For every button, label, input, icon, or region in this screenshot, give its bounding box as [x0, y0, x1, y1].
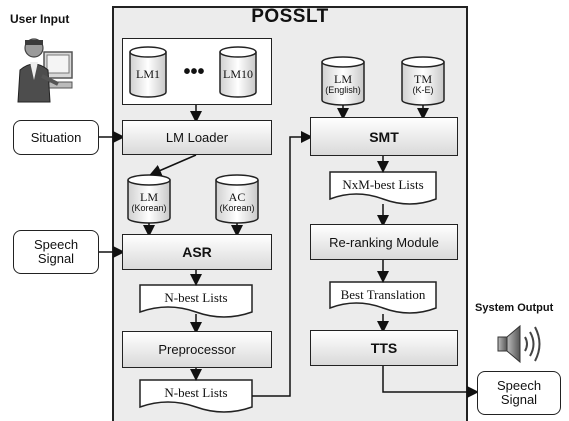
tm-ke-cylinder-icon [401, 56, 445, 106]
speech-signal-input: Speech Signal [13, 230, 99, 274]
smt-box: SMT [310, 117, 458, 156]
lm-korean-line1: LM [140, 189, 158, 204]
speech-signal-input-line2: Signal [37, 251, 75, 266]
arrow-tts-to-output [382, 366, 479, 398]
tts-box: TTS [310, 330, 458, 366]
tm-ke-line2: (K-E) [412, 84, 434, 95]
arrow-nbest2-to-smt [252, 131, 313, 397]
tm-ke-label: TM (K-E) [402, 70, 444, 98]
nxm-best-doc-shape [329, 171, 437, 205]
reranking-module-label: Re-ranking Module [329, 234, 439, 250]
system-output-label: System Output [475, 302, 554, 314]
lm10-cylinder-icon [219, 46, 257, 98]
asr-box: ASR [122, 234, 272, 270]
lm-english-cylinder-icon [321, 56, 365, 106]
speaker-icon [497, 324, 541, 364]
asr-label: ASR [182, 244, 212, 260]
ac-korean-cylinder-icon [215, 174, 259, 224]
situation-text: Situation [30, 130, 82, 145]
best-translation-doc-shape [329, 281, 437, 314]
reranking-module-box: Re-ranking Module [310, 224, 458, 260]
speech-signal-output-line1: Speech [496, 378, 542, 394]
lm-english-line1: LM [334, 71, 352, 86]
nbest-lists-1-label: N-best Lists [164, 290, 228, 305]
preprocessor-box: Preprocessor [122, 331, 272, 368]
nbest-2-doc-shape [139, 379, 253, 413]
user-at-computer-icon [17, 38, 73, 103]
lm1-cylinder-icon [129, 46, 167, 98]
tts-label: TTS [370, 340, 398, 356]
lm-korean-cylinder-icon [127, 174, 171, 224]
lm10-label: LM10 [223, 66, 253, 81]
ac-korean-label: AC (Korean) [216, 188, 258, 216]
situation-input: Situation [13, 120, 99, 155]
lm-english-line2: (English) [325, 84, 361, 95]
lm-korean-label: LM (Korean) [128, 188, 170, 216]
lm-korean-line2: (Korean) [131, 202, 167, 213]
best-translation-label: Best Translation [340, 287, 426, 302]
arrow-loader-to-lmkorean [149, 154, 197, 176]
ac-korean-line1: AC [228, 189, 246, 204]
lm1-label: LM1 [136, 66, 160, 81]
speech-signal-output: Speech Signal [477, 371, 561, 415]
tm-ke-line1: TM [414, 71, 432, 86]
panel-title: POSSLT [251, 6, 329, 27]
nbest-1-doc-shape [139, 284, 253, 318]
user-input-label: User Input [10, 12, 70, 26]
speech-signal-output-line2: Signal [500, 392, 538, 407]
ac-korean-line2: (Korean) [219, 202, 255, 213]
nbest-lists-2-label: N-best Lists [164, 385, 228, 400]
ellipsis-dots: ••• [183, 60, 205, 83]
nxm-best-lists-label: NxM-best Lists [342, 177, 424, 192]
lm-english-label: LM (English) [322, 70, 364, 98]
smt-label: SMT [369, 128, 399, 145]
lm-loader-box: LM Loader [122, 120, 272, 155]
lm-loader-label: LM Loader [165, 130, 229, 145]
preprocessor-label: Preprocessor [158, 342, 236, 357]
speech-signal-input-line1: Speech [33, 237, 79, 253]
